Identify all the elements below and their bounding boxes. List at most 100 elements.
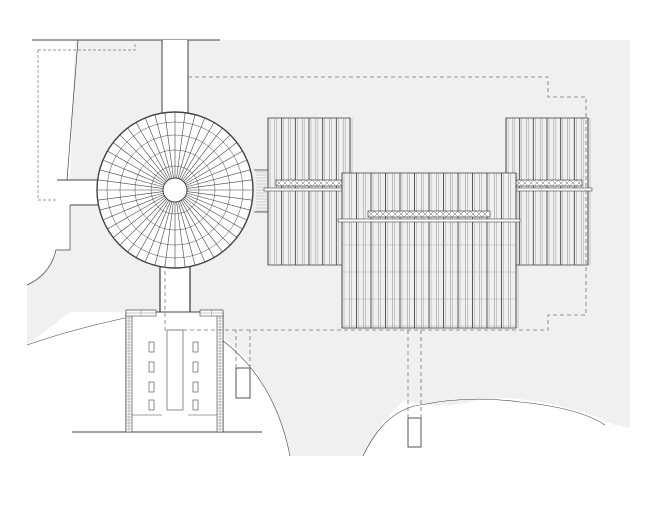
lower-building [125,309,422,448]
column-right [192,341,199,353]
spoke [112,142,166,183]
column-left [148,381,155,393]
truss [367,210,491,218]
spoke [186,192,251,211]
spoke [180,200,215,258]
truss-brace [463,210,471,218]
truss-brace [335,179,343,187]
spoke [184,142,238,183]
truss-brace [379,210,387,218]
spoke [185,159,248,186]
south-corridor [160,262,190,314]
truss-brace [445,210,453,218]
spoke [144,117,171,180]
truss-brace [457,210,465,218]
truss-brace [433,210,441,218]
lawn-edge [362,398,606,457]
truss-brace [329,179,337,187]
truss-brace [299,179,307,187]
truss-brace [521,179,529,187]
truss-brace [305,179,313,187]
spoke [184,197,238,238]
truss-brace [569,179,577,187]
spoke [185,194,248,221]
truss-brace [451,210,459,218]
spoke [186,191,253,201]
truss-brace [415,210,423,218]
truss-brace [397,210,405,218]
truss-brace [481,210,489,218]
spoke [182,199,223,253]
spoke [135,200,170,258]
column-right [192,361,199,373]
truss-brace [281,179,289,187]
central-table [166,329,184,411]
column-left [148,399,155,411]
spoke [154,201,173,266]
spoke [97,191,164,201]
spoke [127,199,168,253]
spoke [154,114,173,179]
truss-brace [317,179,325,187]
truss-brace [275,179,283,187]
beam [263,187,355,192]
building-footprint [164,76,587,331]
lawn-edge [221,339,291,457]
spoke [102,159,165,186]
spoke [144,200,171,263]
truss-brace [439,210,447,218]
west-corridor [57,180,102,205]
truss-brace [421,210,429,218]
truss-brace [323,179,331,187]
spoke [164,201,174,268]
truss-brace [367,210,375,218]
truss-brace [469,210,477,218]
spoke [135,122,170,180]
spoke [107,150,165,185]
truss-brace [293,179,301,187]
spoke [164,112,174,179]
spoke [180,122,215,180]
truss-brace [427,210,435,218]
spoke [183,134,231,182]
spoke [176,201,186,268]
north-corridor [162,40,188,115]
truss-brace [515,179,523,187]
spoke [102,194,165,221]
spoke [107,195,165,230]
spoke [99,192,164,211]
truss-brace [403,210,411,218]
spoke [176,112,186,179]
path-edge [66,39,79,181]
roof-wings [263,117,593,329]
spoke [112,197,166,238]
spoke [97,179,164,189]
spoke [119,198,167,246]
truss-brace [551,179,559,187]
column-right [192,399,199,411]
truss-brace [533,179,541,187]
truss-brace [539,179,547,187]
dashed-line [407,330,422,418]
dashed-outline [164,76,587,418]
spoke [119,134,167,182]
lawn-edge [26,317,126,346]
truss-brace [563,179,571,187]
truss-brace [391,210,399,218]
spoke [183,198,231,246]
spoke [127,127,168,181]
truss-brace [409,210,417,218]
spoke [179,117,206,180]
truss-brace [475,210,483,218]
spoke [186,179,253,189]
column-left [148,361,155,373]
truss-brace [373,210,381,218]
column-right [192,381,199,393]
spoke [177,201,196,266]
spoke [99,169,164,188]
spoke [182,127,223,181]
bench [235,367,251,399]
truss-brace [385,210,393,218]
dashed-line [235,330,251,368]
